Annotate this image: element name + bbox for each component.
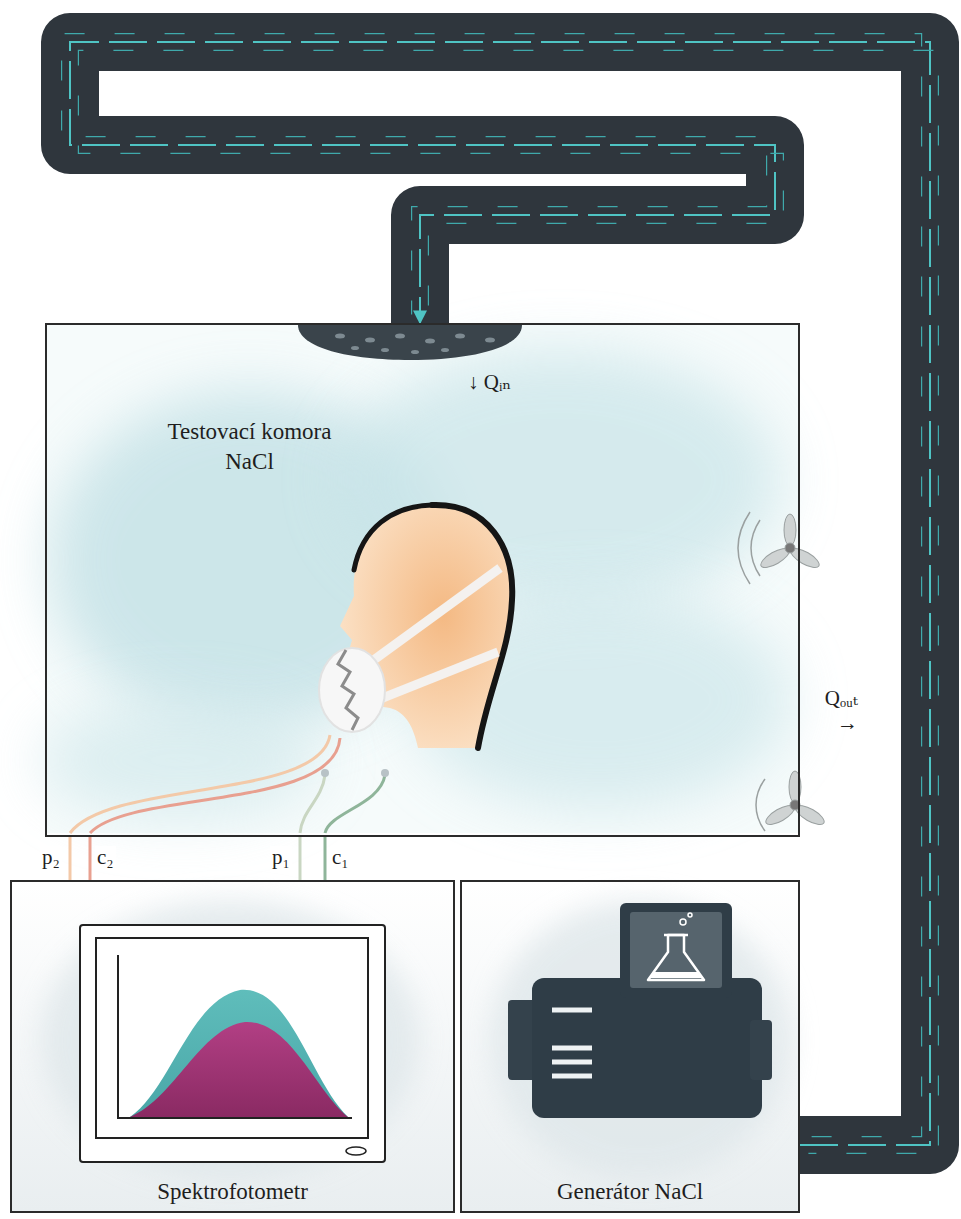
- spectrophotometer-monitor-part: [118, 955, 352, 1118]
- showerhead-nozzle-part-part: [485, 338, 495, 343]
- showerhead-nozzle-part-part: [365, 338, 375, 343]
- inner-tubes-part: [70, 735, 330, 833]
- showerhead-nozzle-part-part: [411, 350, 419, 354]
- generator-machine-part: [650, 972, 702, 978]
- tube-line: [69, 837, 72, 880]
- generator-machine-part: [664, 934, 688, 937]
- head-figure-part: [338, 650, 358, 730]
- showerhead-nozzle-part-part: [455, 334, 465, 339]
- showerhead-nozzle-part-part: [395, 334, 405, 339]
- generator-machine-part: [750, 1020, 772, 1080]
- sample-tube: [70, 837, 71, 880]
- head-figure: [319, 505, 512, 748]
- generator-machine: [508, 903, 772, 1118]
- signal-label: p₂: [40, 846, 62, 869]
- chamber-cloud-part: [40, 700, 320, 820]
- inner-tubes-part: [381, 769, 389, 777]
- spectrophotometer-monitor-part: [130, 1022, 348, 1117]
- duct-body: [70, 42, 930, 1145]
- generator-machine-part: [552, 1008, 592, 1013]
- signal-label: c₁: [330, 846, 351, 869]
- chamber-cloud: [40, 325, 798, 833]
- spectrophotometer-box: Spektrofotometr: [10, 880, 455, 1213]
- head-figure-part: [360, 568, 500, 670]
- inner-tubes: [70, 735, 389, 833]
- generator-machine-part: [552, 1046, 592, 1051]
- generator-box: Generátor NaCl: [460, 880, 800, 1213]
- fan-symbol-part-part: [785, 543, 795, 553]
- showerhead-nozzle: [298, 325, 522, 360]
- flow-streak: [78, 50, 938, 1153]
- sample-tube: [90, 837, 91, 880]
- showerhead-nozzle-part-part: [441, 348, 449, 352]
- box-label: Testovací komora NaCl: [142, 417, 357, 477]
- showerhead-nozzle-part-part: [381, 348, 389, 352]
- sample-tube: [325, 837, 326, 880]
- generator-machine-part: [620, 903, 732, 998]
- flow-out-label: Qₒᵤₜ →: [806, 686, 858, 736]
- spectrophotometer-monitor-part: [346, 1147, 366, 1155]
- generator-machine-part: [508, 1000, 536, 1080]
- showerhead-nozzle-part-part: [425, 339, 435, 344]
- inner-tubes-part: [90, 738, 340, 833]
- fan-symbol: [738, 512, 827, 831]
- fan-symbol-part-part: [784, 514, 796, 546]
- box-label: Generátor NaCl: [462, 1177, 798, 1207]
- spectrophotometer-monitor-part: [130, 990, 348, 1117]
- flow-streak: [62, 34, 922, 1137]
- test-chamber: Testovací komora NaCl: [45, 323, 800, 837]
- generator-machine-part: [648, 935, 704, 980]
- inner-tubes-part: [321, 769, 329, 777]
- head-figure-part: [432, 505, 512, 748]
- flow-in-label: ↓ Qᵢₙ: [468, 370, 511, 395]
- showerhead-nozzle-part-part: [335, 334, 345, 339]
- box-label: Spektrofotometr: [12, 1177, 453, 1207]
- box-grounds: [12, 882, 798, 1211]
- head-figure-part: [354, 505, 432, 570]
- generator-machine-part: [630, 912, 722, 988]
- box-grounds-part: [12, 882, 453, 1211]
- tube-line: [324, 837, 327, 880]
- inner-tubes-part: [300, 775, 325, 833]
- signal-label: p₁: [270, 846, 292, 869]
- generator-machine-part: [552, 1074, 592, 1079]
- air-duct: [62, 34, 939, 1154]
- spectrophotometer-monitor: [80, 925, 385, 1162]
- box-grounds-part: [490, 900, 790, 1180]
- generator-machine-part: [680, 919, 686, 925]
- box-grounds-part: [462, 882, 798, 1211]
- showerhead-nozzle-part: [335, 334, 495, 355]
- spectrophotometer-monitor-part: [96, 938, 368, 1138]
- fan-symbol-part: [738, 512, 822, 584]
- tube-line: [299, 837, 302, 880]
- fan-symbol-part: [756, 771, 827, 831]
- fan-symbol-part-part: [738, 512, 760, 584]
- fan-symbol-part-part: [756, 779, 765, 831]
- tube-line: [89, 837, 92, 880]
- spectrophotometer-monitor-part: [80, 925, 385, 1162]
- showerhead-nozzle-part: [298, 325, 522, 360]
- flow-line: [70, 42, 930, 1145]
- signal-label: c₂: [95, 846, 116, 869]
- generator-machine-part: [552, 1060, 592, 1065]
- inner-tubes-part: [325, 775, 385, 833]
- head-figure-part: [319, 648, 385, 732]
- sample-tube: [300, 837, 301, 880]
- box-grounds-part: [40, 900, 420, 1180]
- generator-machine-part: [532, 978, 762, 1118]
- showerhead-nozzle-part-part: [351, 346, 359, 350]
- generator-machine-part: [688, 913, 692, 917]
